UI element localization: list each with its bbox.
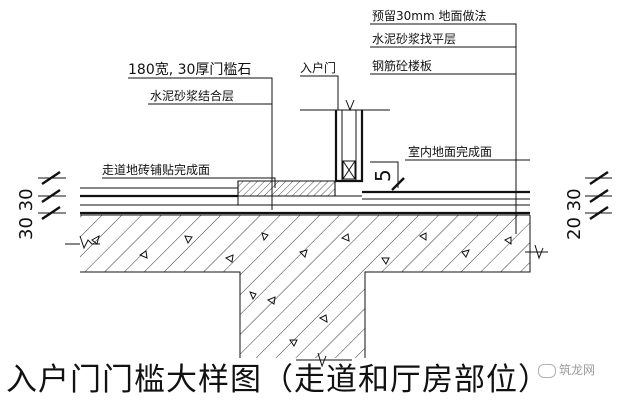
dimension-left-stack: 30 30 xyxy=(16,188,37,240)
right-dimension-marks xyxy=(585,171,612,220)
wechat-icon xyxy=(538,363,556,378)
label-corridor-floor: 走道地砖铺贴完成面 xyxy=(102,162,210,177)
concrete-slab xyxy=(80,214,531,358)
watermark: 筑龙网 xyxy=(538,360,616,380)
step-dimension-mark xyxy=(391,177,405,191)
dimension-right-stack: 20 30 xyxy=(564,188,585,240)
drawing-caption: 入户门门槛大样图（走道和厅房部位） xyxy=(6,362,550,398)
door-frame xyxy=(300,99,390,183)
label-indoor-floor: 室内地面完成面 xyxy=(408,144,492,159)
label-mortar-bond: 水泥砂浆结合层 xyxy=(150,88,234,103)
label-rc-slab: 钢筋砼楼板 xyxy=(372,58,432,73)
label-reserve-30: 预留30mm 地面做法 xyxy=(372,8,486,23)
left-dimension-marks xyxy=(38,171,66,220)
watermark-text: 筑龙网 xyxy=(559,363,596,377)
break-lines xyxy=(65,235,548,368)
dimension-step: 5 xyxy=(371,169,395,182)
floor-layers xyxy=(80,180,530,215)
label-mortar-screed: 水泥砂浆找平层 xyxy=(372,31,456,46)
label-threshold-stone: 180宽, 30厚门槛石 xyxy=(128,61,251,78)
label-entry-door: 入户门 xyxy=(300,60,336,75)
leader-lines xyxy=(102,23,530,234)
